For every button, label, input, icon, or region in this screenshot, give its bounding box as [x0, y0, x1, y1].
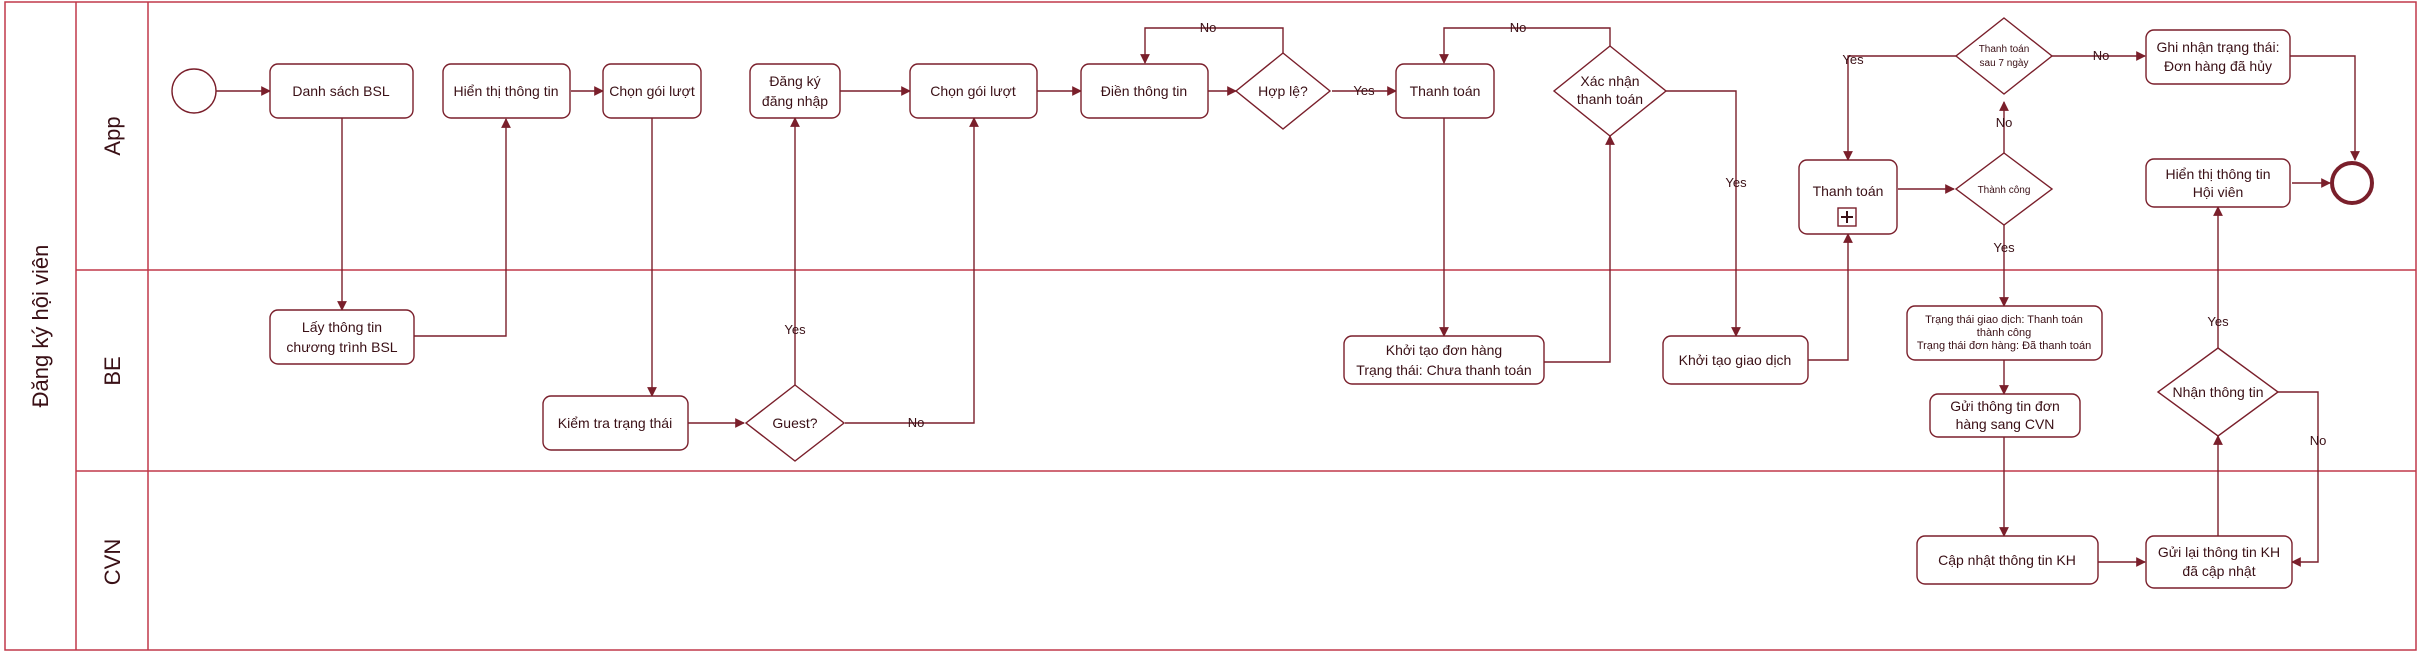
label-trang-thai-giao-dich-3: Trạng thái đơn hàng: Đã thanh toán	[1917, 340, 2091, 352]
label-thanh-toan-1: Thanh toán	[1410, 83, 1481, 99]
label-cap-nhat-thong-tin-kh: Cập nhật thông tin KH	[1938, 552, 2076, 568]
label-khoi-tao-don-hang-2: Trạng thái: Chưa thanh toán	[1356, 362, 1531, 378]
label-yes-nhanthongtin: Yes	[2207, 314, 2229, 329]
task-hien-thi-hoi-vien[interactable]	[2145, 158, 2291, 208]
label-hop-le: Hợp lệ?	[1258, 83, 1308, 99]
label-yes-hople: Yes	[1353, 83, 1375, 98]
label-yes-thanhcong: Yes	[1993, 240, 2015, 255]
task-gui-lai-thong-tin-kh[interactable]	[2145, 535, 2293, 589]
label-no-thanhcong: No	[1996, 115, 2013, 130]
label-khoi-tao-don-hang-1: Khởi tạo đơn hàng	[1386, 342, 1502, 358]
gateway-hop-le[interactable]	[1234, 52, 1332, 130]
label-dang-ky-1: Đăng ký	[769, 73, 820, 89]
edge-nhanthongtin-no-guilai	[2276, 391, 2319, 567]
task-chon-goi-luot-1[interactable]	[602, 63, 702, 119]
label-ghi-nhan-2: Đơn hàng đã hủy	[2164, 58, 2272, 74]
label-trang-thai-giao-dich-1: Trạng thái giao dịch: Thanh toán	[1925, 314, 2083, 326]
label-gui-lai-1: Gửi lại thông tin KH	[2158, 544, 2280, 560]
label-hien-thi-thong-tin: Hiển thị thông tin	[453, 83, 558, 99]
task-dang-ky-dang-nhap[interactable]	[749, 63, 841, 119]
label-danh-sach-bsl: Danh sách BSL	[292, 83, 389, 99]
label-thanh-cong: Thành công	[1978, 185, 2031, 196]
label-sau-7-ngay-2: sau 7 ngày	[1980, 58, 2029, 69]
task-khoi-tao-giao-dich[interactable]	[1662, 335, 1809, 385]
label-no-hople: No	[1200, 20, 1217, 35]
task-cap-nhat-thong-tin-kh[interactable]	[1916, 535, 2099, 585]
pool-border	[4, 1, 2417, 651]
label-guest: Guest?	[772, 415, 817, 431]
gateway-thanh-cong[interactable]	[1954, 152, 2054, 226]
edge-xacnhan-no-thanhtoan	[1439, 27, 1611, 64]
edge-khoitaodonhang-xacnhan	[1544, 135, 1615, 363]
label-gui-lai-2: đã cập nhật	[2182, 563, 2255, 579]
edge-xacnhan-yes-khoitaogiaodich	[1666, 90, 1741, 337]
end-event[interactable]	[2330, 161, 2374, 205]
edge-khoitaogiaodich-thanhtoansub	[1808, 233, 1853, 361]
label-no-guest: No	[908, 415, 925, 430]
label-no-nhanthongtin: No	[2310, 433, 2327, 448]
label-dang-ky-2: đăng nhập	[762, 93, 828, 109]
subprocess-thanh-toan[interactable]	[1798, 159, 1898, 235]
task-danh-sach-bsl[interactable]	[269, 63, 414, 119]
label-yes-xacnhan: Yes	[1725, 175, 1747, 190]
label-lay-thong-tin-2: chương trình BSL	[286, 339, 397, 355]
node-labels: Danh sách BSL Hiển thị thông tin Chọn gó…	[286, 39, 2280, 579]
label-yes-sau7ngay: Yes	[1842, 52, 1864, 67]
edge-ghinhan-end	[2290, 55, 2360, 161]
edge-guest-chongoi2	[845, 117, 979, 424]
plus-icon	[1841, 211, 1853, 223]
edge-labels: No Yes No Yes Yes No Yes No No Yes Yes N…	[784, 20, 2326, 448]
task-dien-thong-tin[interactable]	[1080, 63, 1209, 119]
lane-label-app: App	[100, 116, 125, 155]
task-thanh-toan-1[interactable]	[1395, 63, 1495, 119]
edge-hople-no-dienthongtin	[1140, 27, 1284, 64]
start-event[interactable]	[171, 68, 217, 114]
label-sau-7-ngay-1: Thanh toán	[1979, 44, 2030, 55]
label-no-sau7ngay: No	[2093, 48, 2110, 63]
task-khoi-tao-don-hang[interactable]	[1343, 335, 1545, 385]
label-thanh-toan-sub: Thanh toán	[1813, 183, 1884, 199]
edge-laythongtin-hienthi	[414, 118, 511, 337]
label-dien-thong-tin: Điền thông tin	[1101, 83, 1187, 99]
label-chon-goi-luot-1: Chọn gói lượt	[609, 83, 695, 99]
nodes	[171, 17, 2374, 589]
task-gui-thong-tin-don-hang[interactable]	[1929, 393, 2081, 438]
label-gui-thong-tin-1: Gửi thông tin đơn	[1950, 398, 2060, 414]
gateway-thanh-toan-sau-7-ngay[interactable]	[1954, 17, 2054, 95]
label-nhan-thong-tin: Nhận thông tin	[2172, 384, 2263, 400]
task-kiem-tra-trang-thai[interactable]	[542, 395, 689, 451]
label-xac-nhan-2: thanh toán	[1577, 91, 1643, 107]
label-khoi-tao-giao-dich: Khởi tạo giao dịch	[1679, 352, 1792, 368]
label-kiem-tra-trang-thai: Kiểm tra trạng thái	[558, 415, 672, 431]
label-xac-nhan-1: Xác nhận	[1580, 73, 1639, 89]
task-ghi-nhan-trang-thai[interactable]	[2145, 29, 2291, 85]
task-lay-thong-tin[interactable]	[269, 309, 415, 365]
label-chon-goi-luot-2: Chọn gói lượt	[930, 83, 1016, 99]
gateway-guest[interactable]	[744, 384, 846, 462]
label-yes-guest: Yes	[784, 322, 806, 337]
lane-label-cvn: CVN	[100, 539, 125, 585]
task-trang-thai-giao-dich[interactable]	[1906, 305, 2103, 361]
gateway-xac-nhan-thanh-toan[interactable]	[1552, 45, 1668, 137]
label-gui-thong-tin-2: hàng sang CVN	[1956, 416, 2055, 432]
label-no-xacnhan: No	[1510, 20, 1527, 35]
label-trang-thai-giao-dich-2: thành công	[1977, 327, 2031, 339]
task-chon-goi-luot-2[interactable]	[909, 63, 1038, 119]
pool	[4, 1, 2417, 651]
label-hien-thi-hoi-vien-1: Hiển thị thông tin	[2165, 166, 2270, 182]
gateway-nhan-thong-tin[interactable]	[2156, 347, 2280, 437]
pool-title: Đăng ký hội viên	[28, 245, 53, 408]
label-ghi-nhan-1: Ghi nhận trạng thái:	[2157, 39, 2280, 55]
label-lay-thong-tin-1: Lấy thông tin	[302, 319, 382, 335]
lane-label-be: BE	[100, 356, 125, 385]
edge-sau7ngay-yes-thanhtoansub	[1843, 55, 1956, 161]
task-hien-thi-thong-tin[interactable]	[442, 63, 571, 119]
edges	[216, 27, 2360, 567]
label-hien-thi-hoi-vien-2: Hội viên	[2193, 184, 2244, 200]
